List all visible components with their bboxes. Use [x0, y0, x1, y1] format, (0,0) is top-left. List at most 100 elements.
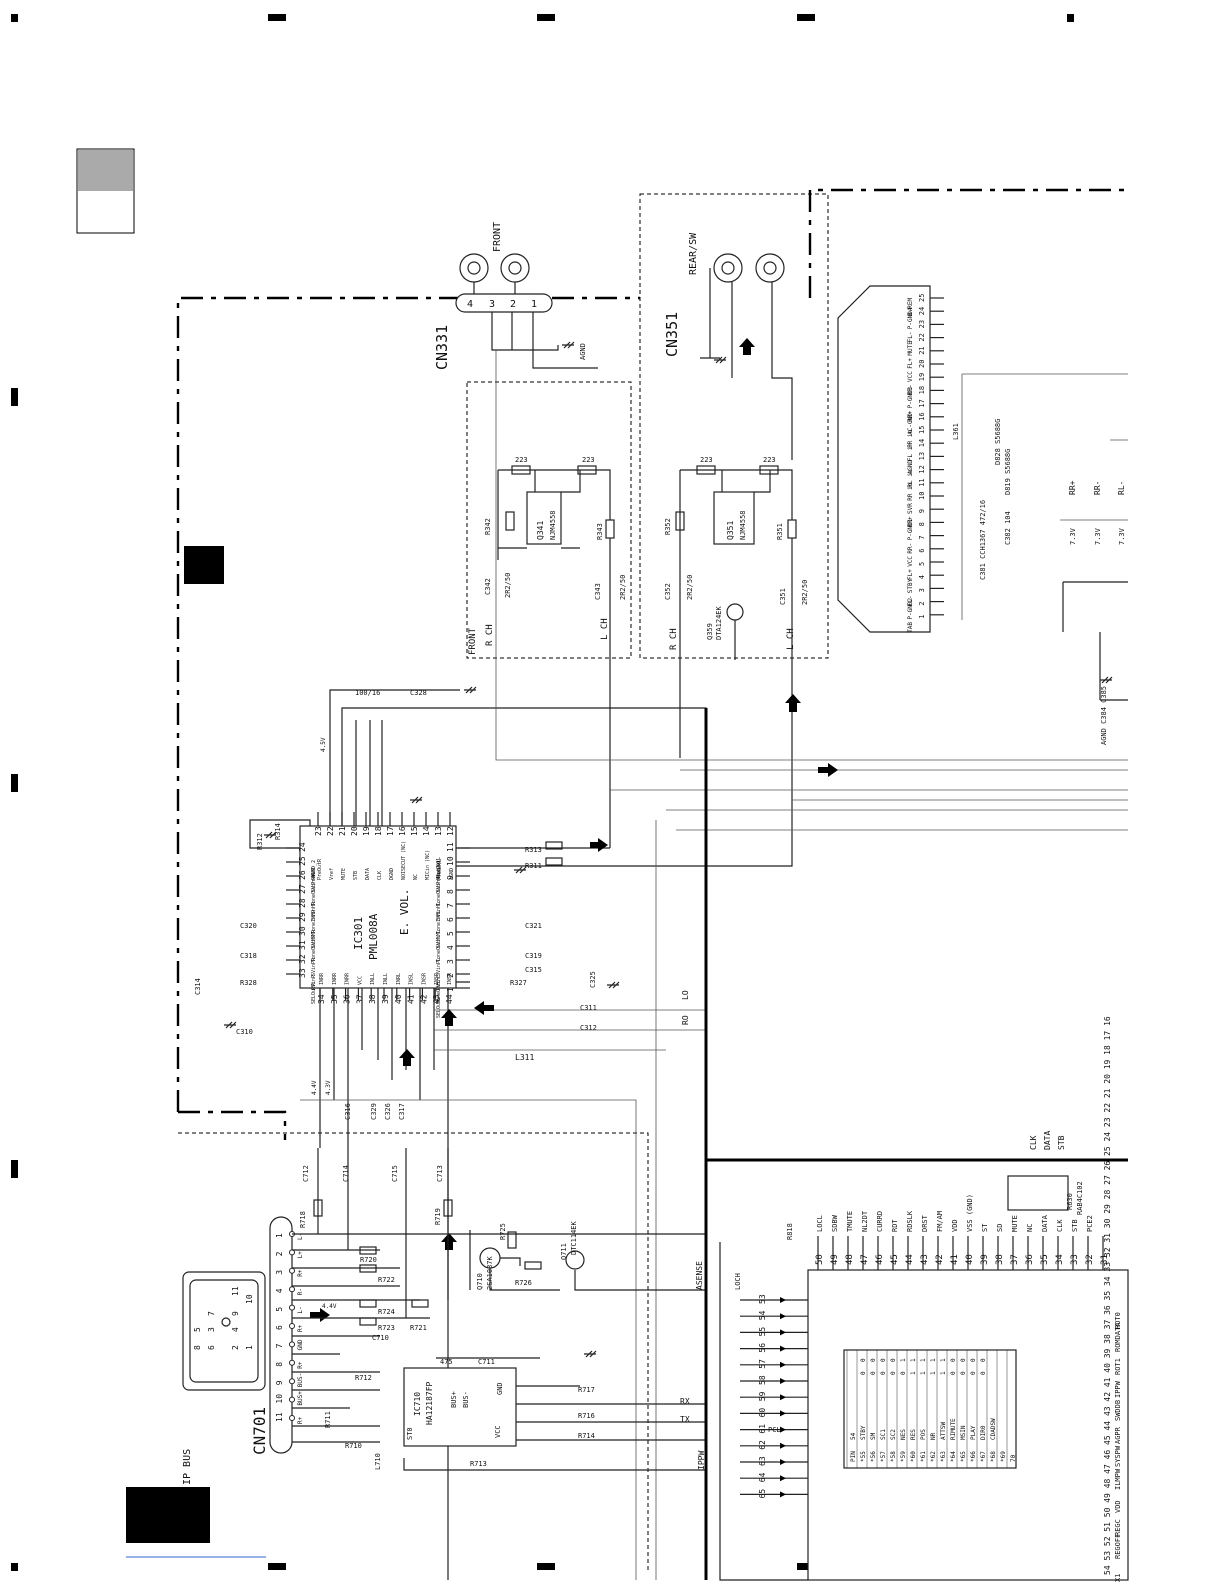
ic301-pin-name-6: SVinML [436, 930, 442, 948]
cn701-pin-num-5: 5 [275, 1307, 284, 1312]
cn701-pin-num-4: 4 [275, 1288, 284, 1293]
pin-table-cell-13-0: *67 [980, 1451, 987, 1462]
ic301-pin-name-20: STB [353, 871, 359, 880]
pa-7v3-c: 7.3V [1118, 527, 1126, 545]
r719-ref: R719 [434, 1208, 442, 1225]
cn701-pin-label-9: BUS- [297, 1373, 304, 1387]
v-4v5-a: 4.5V [320, 737, 327, 752]
pa-pin-name-15: FR in [907, 430, 914, 448]
ic301-pin-num-34: 34 [317, 994, 326, 1004]
micro-pin-name-36: NC [1026, 1224, 1034, 1232]
r353-val: 223 [763, 456, 776, 464]
r314-ref: R314 [274, 823, 282, 840]
c351-ref: C351 [779, 588, 787, 605]
micro-pin-name-38: SD [996, 1224, 1004, 1232]
pin-table-cell-1-1: STBY [860, 1425, 867, 1440]
l311-label: L311 [515, 1053, 534, 1062]
r717-ref: R717 [578, 1386, 595, 1394]
ground-symbol-4 [514, 866, 527, 874]
r725-ref: R725 [499, 1223, 507, 1240]
micro-right-vdd: VDD [1114, 1500, 1122, 1513]
pin-table-cell-6-1: RES [910, 1429, 917, 1440]
ic301-pin-num-17: 17 [386, 826, 395, 836]
micro-pin-num-47: 47 [860, 1254, 870, 1265]
ic301-pin-num-12: 12 [446, 826, 455, 836]
ic301-pin-name-34: INRR [319, 972, 325, 985]
c312-ref: C312 [580, 1024, 597, 1032]
r328-ref: R328 [240, 979, 257, 987]
pin-table-cell-8-0: *62 [930, 1451, 937, 1462]
ic301-wiring: LO RO L311 C311 C312 C328 100/16 R312 R3… [194, 350, 1128, 1580]
ic301-pin-num-11: 11 [446, 842, 455, 852]
r630-val: RAB4C102 [1076, 1181, 1084, 1215]
micro-pin-num-40: 40 [965, 1254, 975, 1265]
ic301-pin-name-42: INSR [421, 972, 427, 985]
micro-right-swddb: SWDDB [1114, 1400, 1122, 1421]
c328-val: 100/16 [355, 689, 380, 697]
ic301-pin-name-36: INRR [345, 972, 351, 985]
pin-table-cell-4-0: *58 [890, 1451, 897, 1462]
ic301-evol: IC301 PML008A E. VOL. 23PreOutR22Vref21M… [286, 812, 470, 1018]
ic301-pin-name-1: SELOutL [436, 997, 442, 1018]
c315-ref: C315 [525, 966, 542, 974]
micro-pin-num-54: 54 [758, 1310, 767, 1320]
q711-part: DTC114EK [570, 1220, 578, 1255]
pin-table-cell-3-2: 0 [880, 1371, 887, 1375]
pin-table-cell-10-3: 0 [950, 1358, 957, 1362]
micro-pin-num-41: 41 [950, 1254, 960, 1265]
ic301-pin-num-9: 9 [446, 875, 455, 880]
ic301-pin-name-29: SVinMR [311, 929, 317, 948]
pa-pin-num-3: 3 [918, 588, 926, 592]
micro-arrow-57 [780, 1361, 786, 1368]
r722-ref: R722 [378, 1276, 395, 1284]
c326-ref: C326 [384, 1103, 392, 1120]
cn701-pin-9 [289, 1378, 295, 1385]
ic301-pin-num-21: 21 [338, 826, 347, 836]
pin-table-cell-9-0: *63 [940, 1451, 947, 1462]
ic301-pin-num-15: 15 [410, 826, 419, 836]
c352-ref: C352 [664, 583, 672, 600]
net-ro: RO [681, 1015, 690, 1025]
c311-ref: C311 [580, 1004, 597, 1012]
ic301-pin-name-9: ToneOutPreL (NC) [436, 858, 442, 906]
q359-part: DTA124EK [715, 605, 723, 640]
cn701-face-pin-4: 4 [231, 1327, 240, 1332]
pin-table-cell-4-1: SC2 [890, 1429, 897, 1440]
r312-ref: R312 [256, 833, 264, 850]
system-microcontroller: 50LOCL49SDBW48TMUTE47NL2DT46CURRD45RDT44… [704, 708, 1129, 1582]
c381-label: C381 CCH1367 472/16 [979, 500, 987, 580]
micro-right-regoff: REGOFF [1114, 1534, 1122, 1559]
ic301-pin-name-35: INRR [332, 972, 338, 985]
c710-ref: C710 [372, 1334, 389, 1342]
micro-pin-name-48: TMUTE [846, 1211, 854, 1232]
r311-ref: R311 [525, 862, 542, 870]
micro-pin-name-39: ST [981, 1223, 989, 1232]
pin-table-cell-12-3: 0 [970, 1358, 977, 1362]
ic710-ref: IC710 [413, 1392, 422, 1416]
cn331-pin-1: 1 [531, 299, 537, 310]
pa-pin-name-10: SVR [907, 503, 914, 514]
pa-pin-name-24: P-GND4 [907, 307, 914, 329]
page-number-block [126, 1487, 210, 1543]
q359-ref: Q359 [706, 623, 714, 640]
micro-pin-num-35: 35 [1040, 1254, 1050, 1265]
ipbus-wiring: C712 C714 C715 C713 R718 R719 R720 R722 … [292, 1148, 706, 1471]
pa-pin-num-4: 4 [918, 575, 926, 579]
c712-ref: C712 [302, 1165, 310, 1182]
ic301-pin-num-40: 40 [394, 994, 403, 1004]
l361-label: L361 [952, 423, 960, 440]
pin-table-cell-3-3: 0 [880, 1358, 887, 1362]
micro-pin-name-42: FM/AM [936, 1211, 944, 1232]
ic301-pin-name-37: VCC [357, 976, 363, 985]
r351-ref: R351 [776, 523, 784, 540]
ic301-pin-name-33: SELOutR [311, 982, 317, 1004]
sheet-index-box [76, 148, 135, 234]
r344-val: 223 [515, 456, 528, 464]
micro-right-romdata: ROMDATA [1114, 1322, 1122, 1352]
pin-table-cell-5-2: 0 [900, 1371, 907, 1375]
ic301-pin-name-16: NOISECUT (NC) [401, 841, 407, 880]
ic301-pin-num-24: 24 [298, 842, 307, 852]
ic301-pin-num-44: 44 [445, 994, 454, 1004]
cn701-pin-2 [289, 1249, 295, 1256]
net-clk: CLK [1029, 1135, 1038, 1150]
